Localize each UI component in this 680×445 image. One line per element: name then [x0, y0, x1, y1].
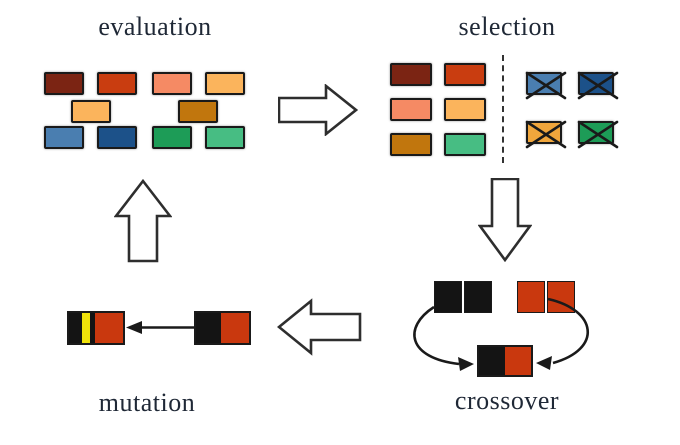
left-block-arrow-icon: [277, 298, 362, 356]
right-block-arrow-icon: [278, 84, 358, 136]
chromosome-brick: [444, 133, 486, 156]
x-cross-icon: [577, 71, 619, 100]
mutated-gene-segment: [82, 313, 90, 343]
chromosome-brick: [178, 100, 218, 123]
x-cross-icon: [577, 120, 619, 149]
chromosome-brick: [97, 126, 137, 149]
gene-segment: [505, 347, 531, 375]
mutation-label: mutation: [98, 388, 196, 417]
gene-segment: [196, 313, 222, 343]
gene-segment: [517, 281, 545, 313]
mutated-chromosome: [67, 311, 125, 345]
crossover-label: crossover: [454, 386, 560, 415]
down-block-arrow-icon: [478, 178, 532, 262]
mutation-arrow-icon: [126, 321, 195, 334]
gene-segment: [464, 281, 492, 313]
chromosome-brick: [205, 126, 245, 149]
chromosome-brick: [71, 100, 111, 123]
chromosome-brick: [390, 133, 432, 156]
chromosome-brick: [44, 126, 84, 149]
gene-segment: [479, 347, 505, 375]
gene-segment: [69, 313, 82, 343]
chromosome-brick: [97, 72, 137, 95]
gene-segment: [90, 313, 95, 343]
crossover-child: [477, 345, 533, 377]
chromosome-brick: [444, 98, 486, 121]
selection-divider-dashed-line: [502, 55, 504, 163]
chromosome-brick-crossed: [577, 120, 619, 149]
crossover-parent-1: [434, 281, 492, 313]
chromosome-brick-crossed: [525, 71, 567, 100]
original-chromosome: [194, 311, 251, 345]
crossover-arc-arrows-icon: [413, 297, 589, 371]
chromosome-brick: [390, 63, 432, 86]
up-block-arrow-icon: [114, 179, 172, 263]
chromosome-brick-crossed: [525, 120, 567, 149]
chromosome-brick: [152, 126, 192, 149]
evaluation-label: evaluation: [98, 12, 212, 41]
crossover-parent-2: [517, 281, 575, 313]
x-cross-icon: [525, 120, 567, 149]
chromosome-brick: [152, 72, 192, 95]
chromosome-brick: [444, 63, 486, 86]
x-cross-icon: [525, 71, 567, 100]
gene-segment: [221, 313, 249, 343]
gene-segment: [434, 281, 462, 313]
chromosome-brick: [205, 72, 245, 95]
gene-segment: [95, 313, 123, 343]
chromosome-brick-crossed: [577, 71, 619, 100]
chromosome-brick: [44, 72, 84, 95]
chromosome-brick: [390, 98, 432, 121]
selection-label: selection: [458, 12, 556, 41]
